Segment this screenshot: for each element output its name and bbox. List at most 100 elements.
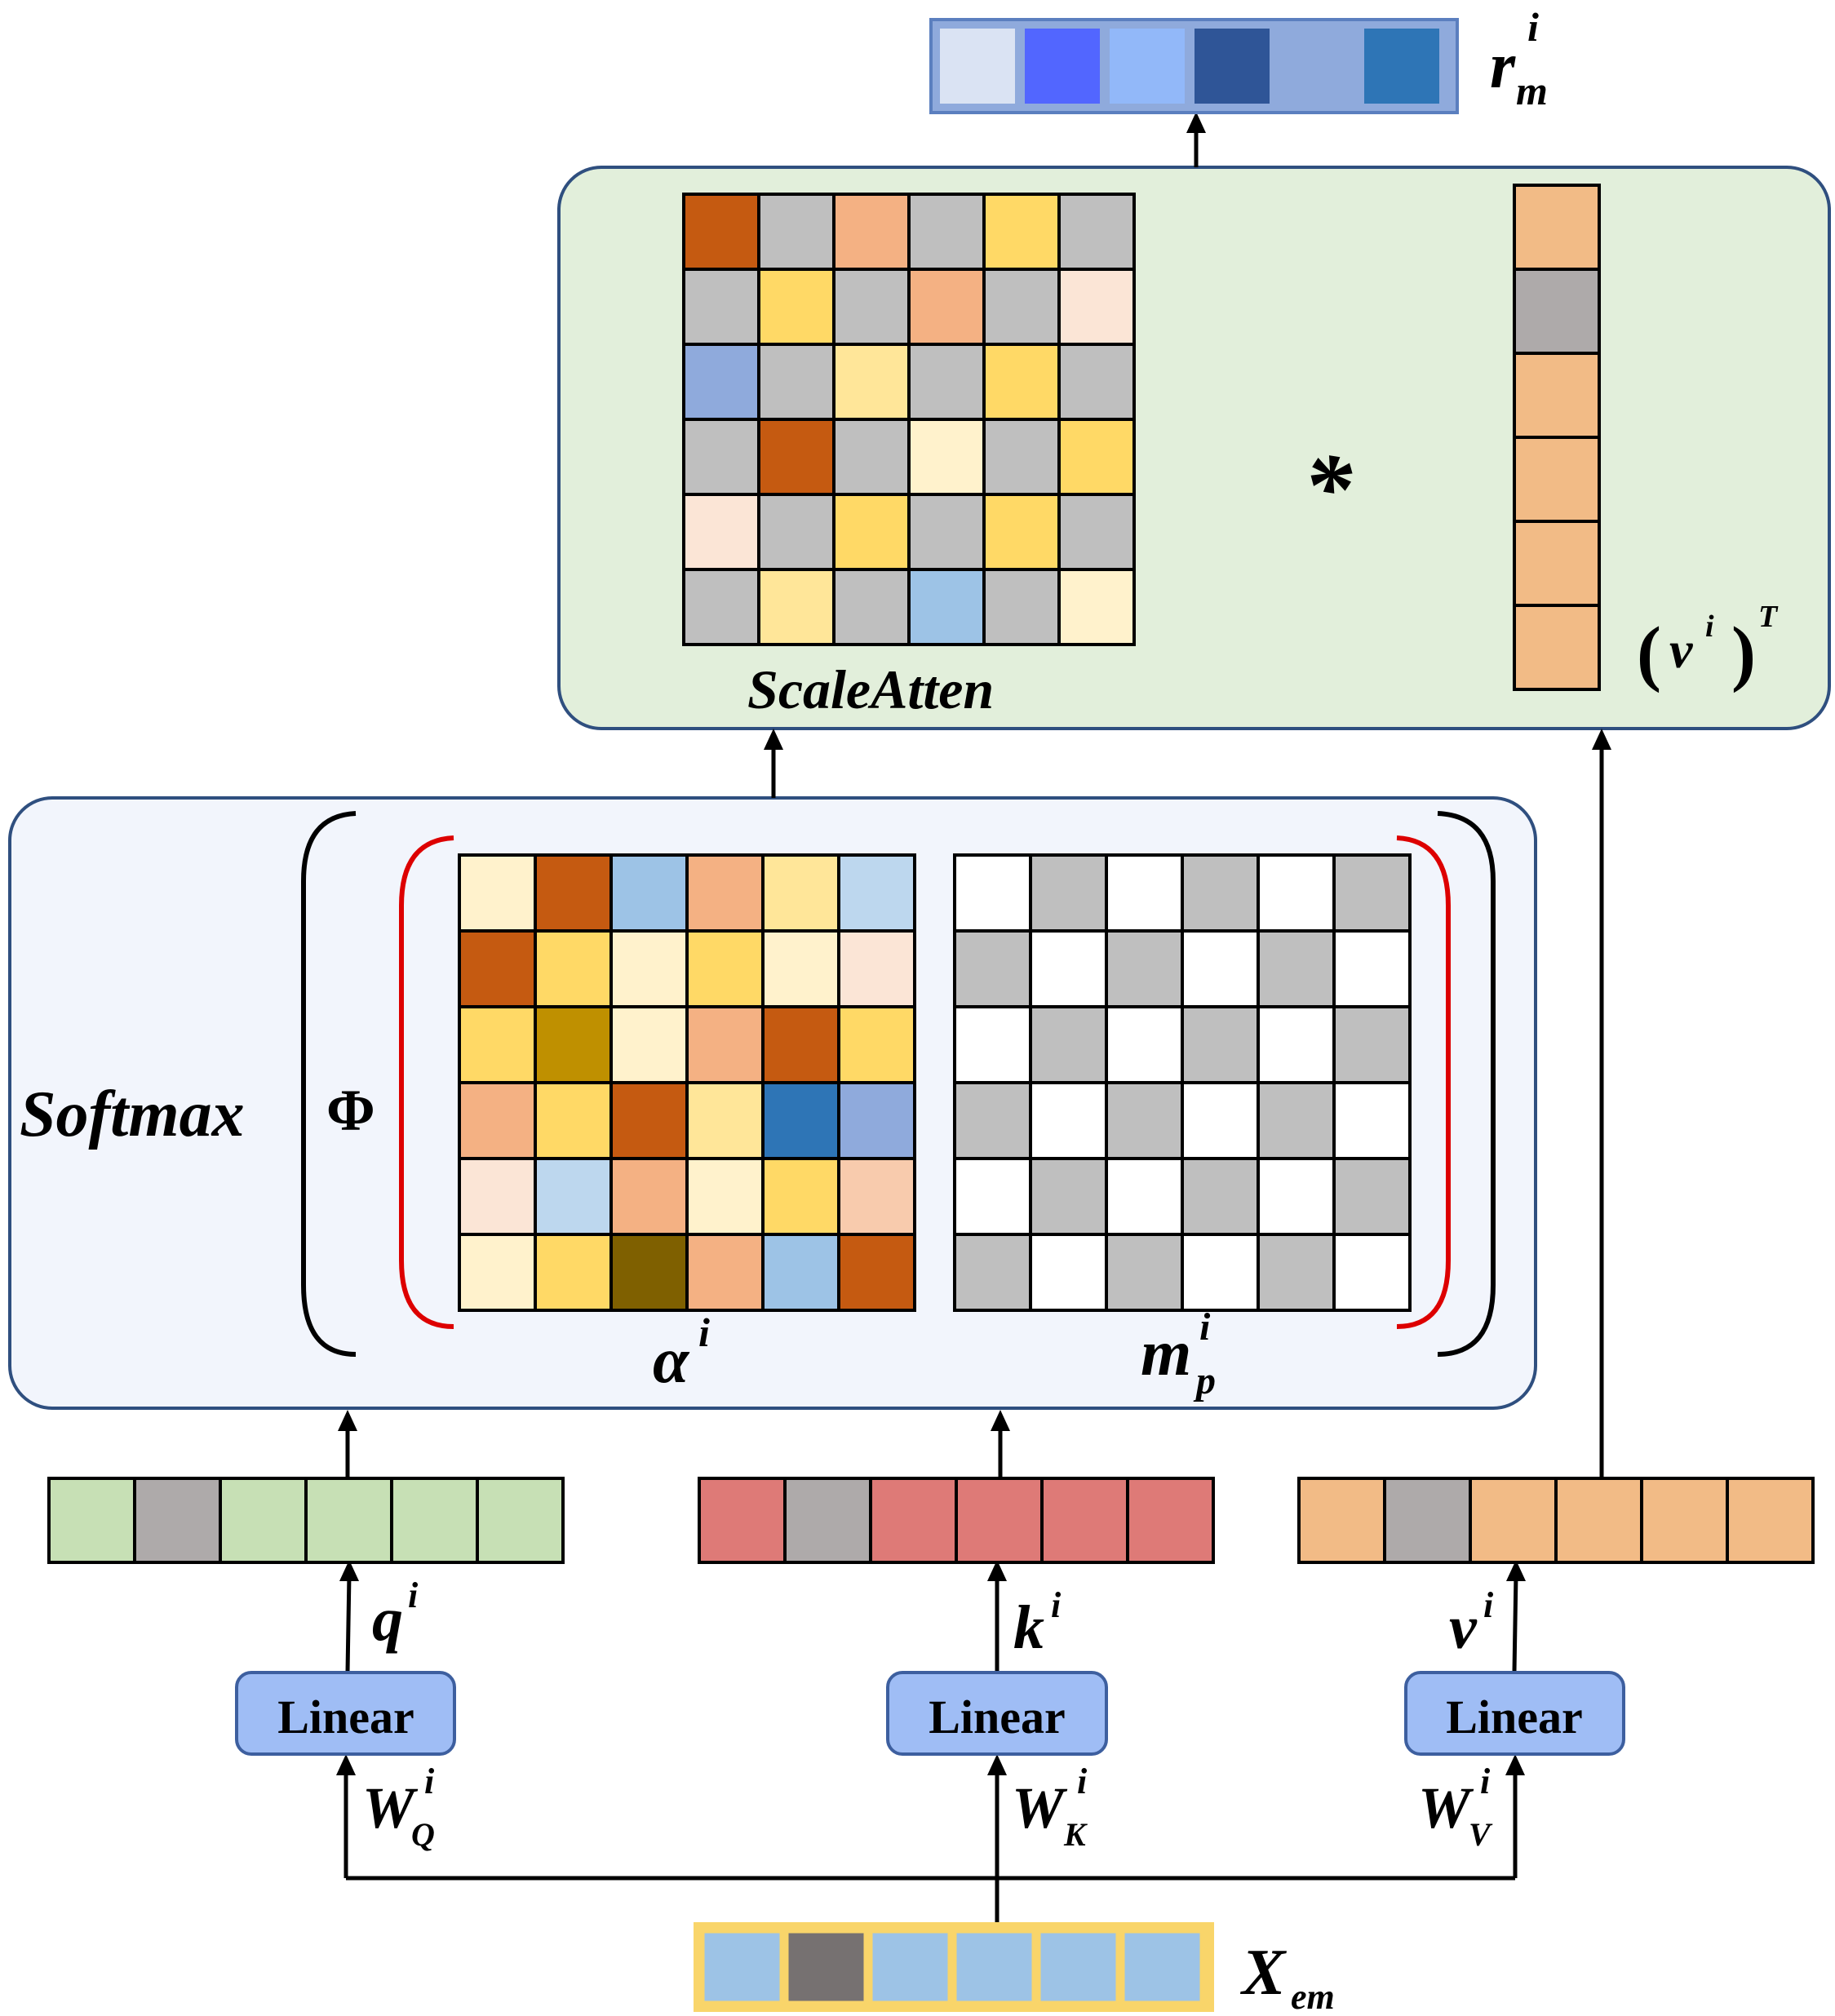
- scale-atten-cell: [832, 343, 911, 421]
- vt-vector: [1513, 184, 1601, 691]
- scale-atten-cell: [682, 493, 760, 571]
- arrowhead: [1186, 112, 1206, 133]
- alpha-cell: [837, 1005, 916, 1084]
- scale-atten-cell: [832, 268, 911, 346]
- softmax-label: Softmax: [20, 1079, 245, 1150]
- phi-bracket-right: [1396, 835, 1451, 1329]
- k-vector-cell: [1126, 1477, 1215, 1564]
- vt-vector-cell: [1513, 268, 1601, 355]
- alpha-cell: [685, 929, 765, 1008]
- alpha-cell: [534, 1157, 613, 1236]
- x-label: X: [1239, 1937, 1287, 2009]
- x-vector: [702, 1930, 1203, 2004]
- scale-atten-cell: [757, 493, 836, 571]
- mask-cell: [1029, 1005, 1108, 1084]
- alpha-cell: [458, 929, 537, 1008]
- mask-cell: [1257, 853, 1336, 933]
- arrow-linear-q: [345, 1574, 352, 1673]
- x-sub: em: [1291, 1977, 1335, 2016]
- alpha-sup: i: [698, 1309, 710, 1355]
- mask-cell: [1181, 853, 1260, 933]
- alpha-cell: [458, 1157, 537, 1236]
- mask-sup: i: [1199, 1305, 1211, 1349]
- arrowhead: [764, 729, 783, 750]
- alpha-cell: [609, 929, 689, 1008]
- r-vector-cell: [1193, 27, 1271, 105]
- scale-atten-cell: [982, 493, 1061, 571]
- q-sup: i: [408, 1575, 419, 1615]
- wv-label: W: [1418, 1775, 1474, 1841]
- alpha-cell: [609, 1157, 689, 1236]
- scale-atten-cell: [907, 493, 986, 571]
- vt-sup: i: [1705, 609, 1714, 644]
- mask-label: m: [1141, 1318, 1191, 1389]
- linear-k-label: Linear: [929, 1690, 1066, 1744]
- scale-atten-cell: [907, 418, 986, 496]
- mask-cell: [953, 1081, 1032, 1160]
- vt-open-paren: (: [1637, 613, 1661, 693]
- scale-atten-cell: [832, 418, 911, 496]
- mask-cell: [953, 1157, 1032, 1236]
- linear-v-label: Linear: [1446, 1690, 1583, 1744]
- wk-sub: K: [1063, 1816, 1088, 1853]
- q-vector-cell: [47, 1477, 136, 1564]
- alpha-cell: [609, 853, 689, 933]
- alpha-cell: [761, 1005, 840, 1084]
- wk-label: W: [1012, 1775, 1068, 1841]
- scale-atten-cell: [757, 193, 836, 271]
- mask-cell: [1332, 1233, 1412, 1312]
- r-vector-cell: [938, 27, 1017, 105]
- alpha-cell: [837, 929, 916, 1008]
- mask-cell: [1105, 929, 1184, 1008]
- outer-bracket-left: [301, 811, 357, 1357]
- v-sup: i: [1483, 1585, 1494, 1625]
- q-label: q: [372, 1585, 403, 1654]
- alpha-matrix: [458, 853, 916, 1312]
- scale-atten-cell: [1057, 493, 1136, 571]
- v-label: v: [1449, 1593, 1478, 1662]
- arrowhead: [1505, 1754, 1525, 1775]
- k-vector-cell: [698, 1477, 787, 1564]
- arrowhead: [339, 1560, 359, 1581]
- mask-cell: [1029, 929, 1108, 1008]
- alpha-cell: [609, 1081, 689, 1160]
- wk-sup: i: [1077, 1761, 1088, 1801]
- scale-atten-cell: [982, 568, 1061, 646]
- mask-cell: [1181, 1005, 1260, 1084]
- arrowhead: [1592, 729, 1611, 750]
- arrowhead: [336, 1754, 356, 1775]
- scale-atten-cell: [682, 193, 760, 271]
- alpha-cell: [458, 853, 537, 933]
- wq-sup: i: [424, 1761, 435, 1801]
- linear-v-box[interactable]: Linear: [1404, 1671, 1625, 1756]
- scale-atten-cell: [757, 418, 836, 496]
- alpha-cell: [458, 1081, 537, 1160]
- scale-atten-cell: [682, 343, 760, 421]
- mask-cell: [1029, 1157, 1108, 1236]
- scale-atten-cell: [1057, 418, 1136, 496]
- alpha-cell: [458, 1233, 537, 1312]
- linear-k-box[interactable]: Linear: [886, 1671, 1108, 1756]
- x-vector-cell: [1038, 1930, 1119, 2004]
- mask-cell: [953, 929, 1032, 1008]
- scale-atten-cell: [1057, 193, 1136, 271]
- scale-atten-cell: [982, 193, 1061, 271]
- mask-cell: [1029, 1081, 1108, 1160]
- linear-q-box[interactable]: Linear: [235, 1671, 456, 1756]
- k-vector-cell: [955, 1477, 1044, 1564]
- phi-bracket-left: [399, 835, 454, 1329]
- alpha-cell: [458, 1005, 537, 1084]
- scale-atten-matrix: [682, 193, 1136, 646]
- vt-vector-cell: [1513, 520, 1601, 607]
- phi-label: Φ: [326, 1078, 375, 1143]
- alpha-cell: [534, 929, 613, 1008]
- mask-cell: [1257, 1005, 1336, 1084]
- x-vector-cell: [1122, 1930, 1203, 2004]
- multiply-symbol: *: [1303, 433, 1353, 542]
- scale-atten-cell: [682, 268, 760, 346]
- mask-cell: [1105, 1005, 1184, 1084]
- mask-cell: [1029, 853, 1108, 933]
- v-vector-cell: [1383, 1477, 1472, 1564]
- q-vector-cell: [133, 1477, 222, 1564]
- alpha-cell: [761, 1233, 840, 1312]
